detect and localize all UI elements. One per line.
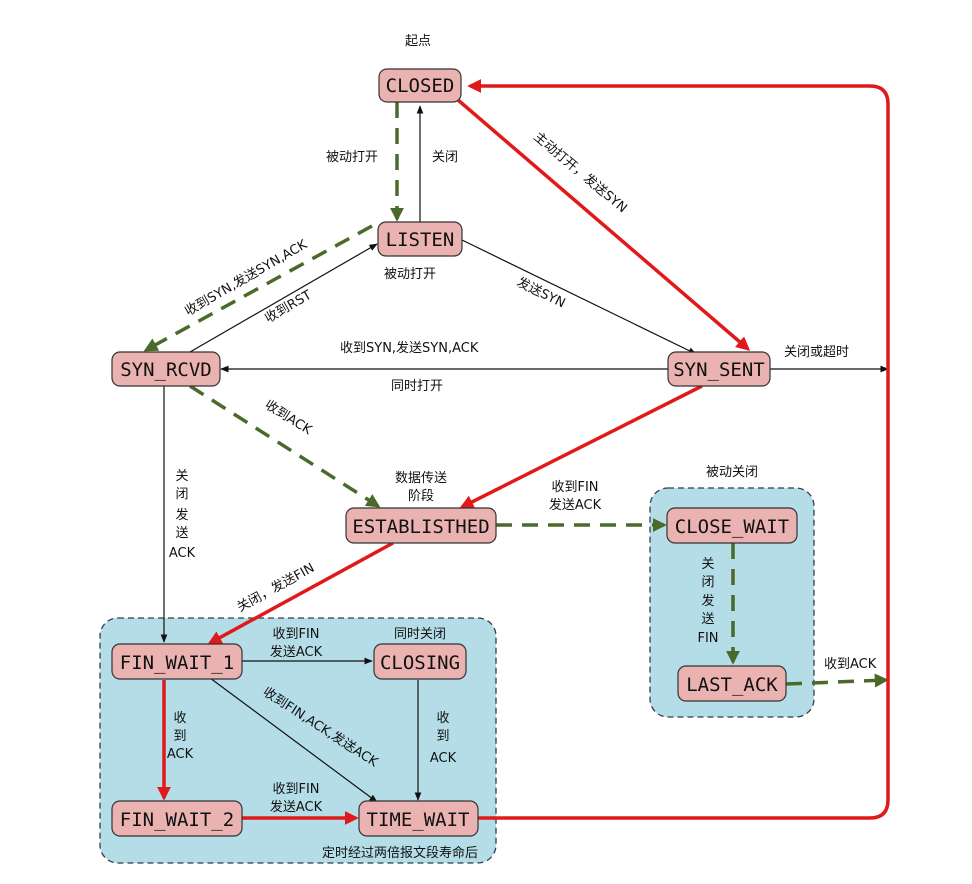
- close-send-ack-char-1: 关: [175, 469, 188, 484]
- state-close-wait: CLOSE_WAIT: [666, 507, 798, 544]
- recv-ack-vertical-label-2: 收 到 ACK: [430, 711, 457, 766]
- close-send-fin-char-5: FIN: [697, 631, 718, 646]
- recv-fin-label-line1: 收到FIN: [551, 480, 598, 495]
- state-listen: LISTEN: [377, 221, 463, 257]
- close-send-ack-char-5: ACK: [169, 546, 196, 561]
- passive-open-label-1: 被动打开: [326, 150, 378, 165]
- arrow-synsent-to-established: [459, 384, 703, 509]
- state-fin-wait-1: FIN_WAIT_1: [111, 643, 243, 680]
- state-closed: CLOSED: [378, 68, 462, 103]
- arrow-finwait1-to-timewait: [209, 677, 378, 803]
- state-syn-sent-label: SYN_SENT: [673, 359, 765, 381]
- arrow-established-to-finwait1: [207, 541, 394, 645]
- state-listen-label: LISTEN: [386, 229, 455, 251]
- recv-ack-v1-char-3: ACK: [167, 747, 194, 762]
- passive-close-label: 被动关闭: [706, 465, 758, 480]
- recv-ack-v2-char-1: 收: [436, 711, 449, 726]
- state-closed-label: CLOSED: [386, 75, 455, 97]
- state-close-wait-label: CLOSE_WAIT: [675, 516, 789, 538]
- state-syn-rcvd-label: SYN_RCVD: [120, 359, 212, 381]
- state-established: ESTABLISTHED: [345, 507, 497, 544]
- state-last-ack-label: LAST_ACK: [686, 674, 778, 696]
- data-transfer-label-line1: 数据传送: [395, 471, 447, 486]
- passive-open-label-2: 被动打开: [384, 267, 436, 282]
- close-or-timeout-label: 关闭或超时: [784, 345, 849, 360]
- state-fin-wait-2-label: FIN_WAIT_2: [120, 809, 234, 831]
- simultaneous-open-label: 同时打开: [391, 379, 443, 394]
- close-send-fin-vertical-label: 关 闭 发 送 FIN: [697, 557, 718, 646]
- state-syn-sent: SYN_SENT: [667, 351, 771, 387]
- close-send-fin-char-3: 发: [701, 593, 714, 609]
- close-send-fin-char-4: 送: [701, 612, 714, 627]
- close-send-ack-char-2: 闭: [175, 487, 188, 502]
- fw1-recv-fin-label-line1: 收到FIN: [272, 627, 319, 642]
- arrow-synrcvd-to-listen: [189, 243, 378, 353]
- send-syn-label: 发送SYN: [514, 274, 568, 311]
- recv-syn-send-synack-label-2: 收到SYN,发送SYN,ACK: [340, 340, 479, 356]
- state-established-label: ESTABLISTHED: [352, 516, 489, 538]
- state-last-ack: LAST_ACK: [677, 665, 787, 702]
- recv-ack-v2-char-2: 到: [436, 729, 449, 744]
- state-fin-wait-2: FIN_WAIT_2: [111, 800, 243, 837]
- recv-ack-label-2: 收到ACK: [824, 657, 877, 672]
- simultaneous-close-label: 同时关闭: [394, 627, 446, 642]
- arrow-synrcvd-to-established: [189, 384, 381, 508]
- close-send-fin-char-1: 关: [701, 557, 714, 572]
- recv-fin-label-line2: 发送ACK: [549, 497, 602, 513]
- state-syn-rcvd: SYN_RCVD: [111, 351, 221, 387]
- state-time-wait-label: TIME_WAIT: [367, 809, 470, 831]
- fw2-recv-fin-label-line1: 收到FIN: [272, 782, 319, 797]
- arrow-lastack-recv-ack: [785, 673, 889, 688]
- arrow-listen-to-synrcvd: [143, 224, 373, 352]
- recv-ack-v1-char-2: 到: [173, 729, 186, 744]
- close-send-fin-char-2: 闭: [701, 575, 714, 590]
- state-closing: CLOSING: [373, 643, 467, 680]
- close-send-ack-vertical-label: 关 闭 发 送 ACK: [169, 469, 196, 561]
- fw2-recv-fin-label-line2: 发送ACK: [270, 799, 323, 815]
- arrow-listen-to-synsent: [461, 239, 697, 355]
- close-send-ack-char-3: 发: [175, 507, 188, 523]
- fw1-recv-fin-label-line2: 发送ACK: [270, 644, 323, 660]
- start-label: 起点: [405, 34, 431, 49]
- recv-ack-vertical-label-1: 收 到 ACK: [167, 711, 194, 762]
- state-fin-wait-1-label: FIN_WAIT_1: [120, 652, 234, 674]
- recv-rst-label: 收到RST: [263, 288, 315, 327]
- close-label-1: 关闭: [432, 150, 458, 165]
- data-transfer-label-line2: 阶段: [408, 489, 434, 504]
- recv-ack-v1-char-1: 收: [173, 711, 186, 726]
- recv-ack-v2-char-3: ACK: [430, 751, 457, 766]
- timeout-2msl-label: 定时经过两倍报文段寿命后: [322, 845, 478, 861]
- arrow-timewait-to-closed: [467, 79, 890, 820]
- arrow-closed-to-synsent: [456, 98, 751, 351]
- state-closing-label: CLOSING: [380, 652, 460, 674]
- state-time-wait: TIME_WAIT: [358, 800, 479, 837]
- recv-ack-label-1: 收到ACK: [262, 398, 315, 439]
- close-send-ack-char-4: 送: [175, 526, 188, 541]
